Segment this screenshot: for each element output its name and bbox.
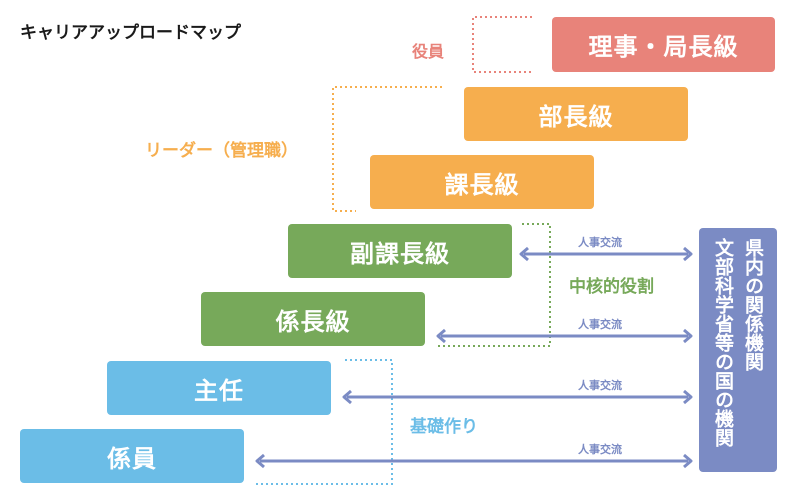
group-label-foundation: 基礎作り — [410, 417, 478, 437]
level-box-section-chief: 課長級 — [370, 155, 594, 209]
level-label: 理事・局長級 — [588, 33, 739, 61]
exchange-arrow — [436, 328, 693, 344]
exchange-arrow — [255, 453, 693, 469]
organizations-box: 県内の関係機関 文部科学省等の国の機関 — [699, 228, 777, 472]
org-line-prefectural: 県内の関係機関 — [742, 238, 764, 371]
exchange-arrow — [519, 246, 693, 262]
level-box-deputy-section-chief: 副課長級 — [288, 224, 512, 278]
level-box-senior-staff: 主任 — [107, 361, 331, 415]
bracket-executive — [472, 16, 532, 73]
level-label: 課長級 — [444, 170, 520, 199]
level-box-subsection-chief: 係長級 — [201, 292, 425, 346]
group-label-executive: 役員 — [412, 42, 445, 61]
level-box-staff: 係員 — [20, 429, 244, 483]
level-label: 係員 — [107, 444, 157, 473]
exchange-label: 人事交流 — [578, 318, 622, 331]
exchange-arrow — [342, 389, 693, 405]
level-label: 副課長級 — [350, 239, 450, 268]
level-box-executive-director: 理事・局長級 — [552, 17, 775, 72]
group-label-core: 中核的役割 — [569, 277, 654, 297]
level-label: 係長級 — [275, 307, 351, 336]
level-label: 部長級 — [538, 102, 614, 131]
level-box-department-head: 部長級 — [464, 87, 688, 141]
org-line-national: 文部科学省等の国の機関 — [712, 238, 734, 447]
exchange-label: 人事交流 — [578, 379, 622, 392]
level-label: 主任 — [194, 376, 244, 405]
exchange-label: 人事交流 — [578, 443, 622, 456]
page-title: キャリアアップロードマップ — [20, 23, 241, 43]
bracket-leader — [332, 86, 442, 212]
exchange-label: 人事交流 — [578, 236, 622, 249]
group-label-leader: リーダー（管理職） — [145, 141, 298, 161]
